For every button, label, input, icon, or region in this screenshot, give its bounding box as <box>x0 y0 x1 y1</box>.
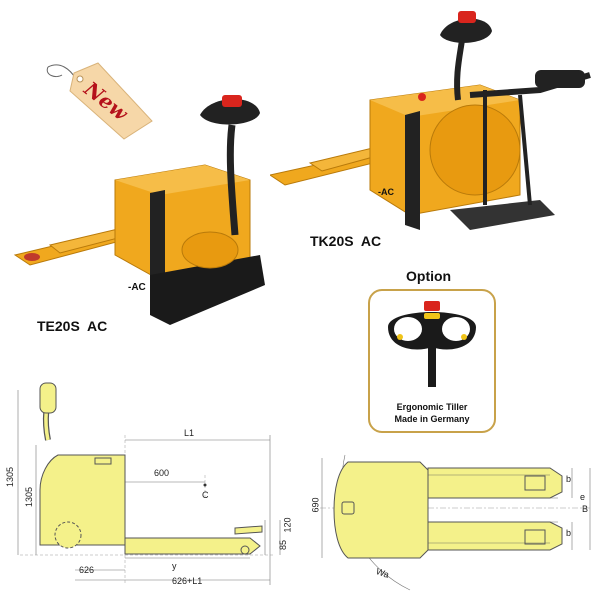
tk20s-truck-image: -AC <box>268 5 600 235</box>
dim-1305-inner: 1305 <box>24 486 35 508</box>
option-panel: Ergonomic Tiller Made in Germany <box>368 289 496 433</box>
dim-e: e <box>580 492 586 502</box>
dim-85: 85 <box>278 539 289 551</box>
dim-b-mid: B <box>582 504 589 514</box>
option-title: Option <box>406 268 452 284</box>
dim-626-l1: 626+L1 <box>172 576 203 586</box>
dim-120: 120 <box>282 517 293 533</box>
svg-text:-AC: -AC <box>128 282 146 293</box>
dim-600: 600 <box>154 468 170 478</box>
side-view-drawing: L1 1305 1305 600 C y 626 626+L1 85 120 <box>0 380 300 607</box>
option-caption-line2: Made in Germany <box>394 414 470 424</box>
dim-b-top: b <box>566 474 572 484</box>
te20s-model-label: TE20S AC <box>37 318 108 334</box>
dim-690: 690 <box>310 497 321 513</box>
te20s-truck-image: -AC <box>10 85 280 330</box>
new-tag: New <box>40 55 160 145</box>
option-caption-line1: Ergonomic Tiller <box>396 402 468 412</box>
svg-text:-AC: -AC <box>378 187 394 197</box>
top-view-drawing: 690 Wa b e B b <box>300 440 600 607</box>
dim-l1: L1 <box>184 428 195 438</box>
dim-y: y <box>172 561 177 571</box>
tk20s-model-label: TK20S AC <box>310 233 382 249</box>
dim-b-bottom: b <box>566 528 572 538</box>
option-caption: Ergonomic Tiller Made in Germany <box>370 401 494 425</box>
ergonomic-tiller-icon <box>388 301 476 387</box>
dim-626: 626 <box>79 565 95 575</box>
dim-1305-outer: 1305 <box>5 466 16 488</box>
dim-c: C <box>202 490 209 500</box>
